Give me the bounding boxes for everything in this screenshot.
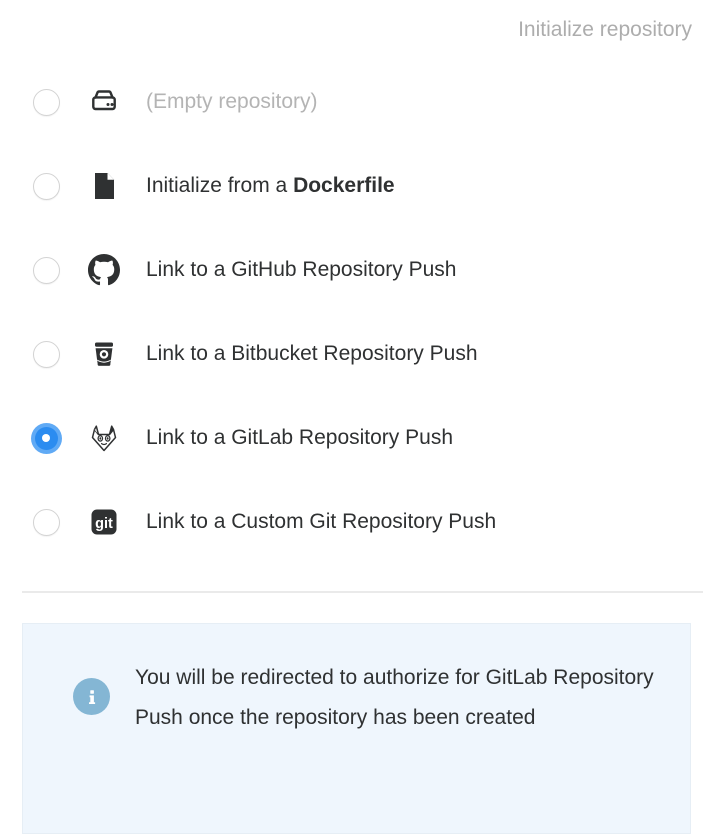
hard-drive-icon	[85, 83, 123, 121]
radio-custom-git-repository-push[interactable]	[30, 506, 62, 538]
radio-bitbucket-repository-push[interactable]	[30, 338, 62, 370]
option-row-empty-repository[interactable]: (Empty repository)	[0, 60, 726, 144]
radio-github-repository-push[interactable]	[30, 254, 62, 286]
svg-text:git: git	[95, 516, 113, 532]
info-icon	[73, 678, 110, 715]
option-row-custom-git-repository-push[interactable]: git Link to a Custom Git Repository Push	[0, 480, 726, 564]
option-row-dockerfile[interactable]: Initialize from a Dockerfile	[0, 144, 726, 228]
page-title: Initialize repository	[518, 18, 692, 41]
option-label-github-repository-push: Link to a GitHub Repository Push	[146, 258, 457, 281]
option-row-gitlab-repository-push[interactable]: Link to a GitLab Repository Push	[0, 396, 726, 480]
option-label-dockerfile: Initialize from a Dockerfile	[146, 172, 395, 200]
option-label-empty-repository: (Empty repository)	[146, 90, 318, 113]
option-row-bitbucket-repository-push[interactable]: Link to a Bitbucket Repository Push	[0, 312, 726, 396]
info-callout: You will be redirected to authorize for …	[22, 623, 691, 834]
option-label-gitlab-repository-push: Link to a GitLab Repository Push	[146, 426, 454, 449]
radio-gitlab-repository-push[interactable]	[30, 422, 62, 454]
dockerfile-label-strong: Dockerfile	[293, 174, 395, 197]
git-icon: git	[85, 503, 123, 541]
info-message: You will be redirected to authorize for …	[135, 666, 654, 729]
file-icon	[85, 167, 123, 205]
option-label-custom-git-repository-push: Link to a Custom Git Repository Push	[146, 510, 497, 533]
bitbucket-icon	[85, 335, 123, 373]
repository-source-radio-group: (Empty repository) Initialize from a Doc…	[0, 60, 726, 564]
option-row-github-repository-push[interactable]: Link to a GitHub Repository Push	[0, 228, 726, 312]
github-icon	[85, 251, 123, 289]
radio-empty-repository[interactable]	[30, 86, 62, 118]
section-divider	[22, 591, 703, 593]
gitlab-icon	[85, 419, 123, 457]
radio-dockerfile[interactable]	[30, 170, 62, 202]
option-label-bitbucket-repository-push: Link to a Bitbucket Repository Push	[146, 342, 478, 365]
dockerfile-label-prefix: Initialize from a	[146, 174, 294, 197]
